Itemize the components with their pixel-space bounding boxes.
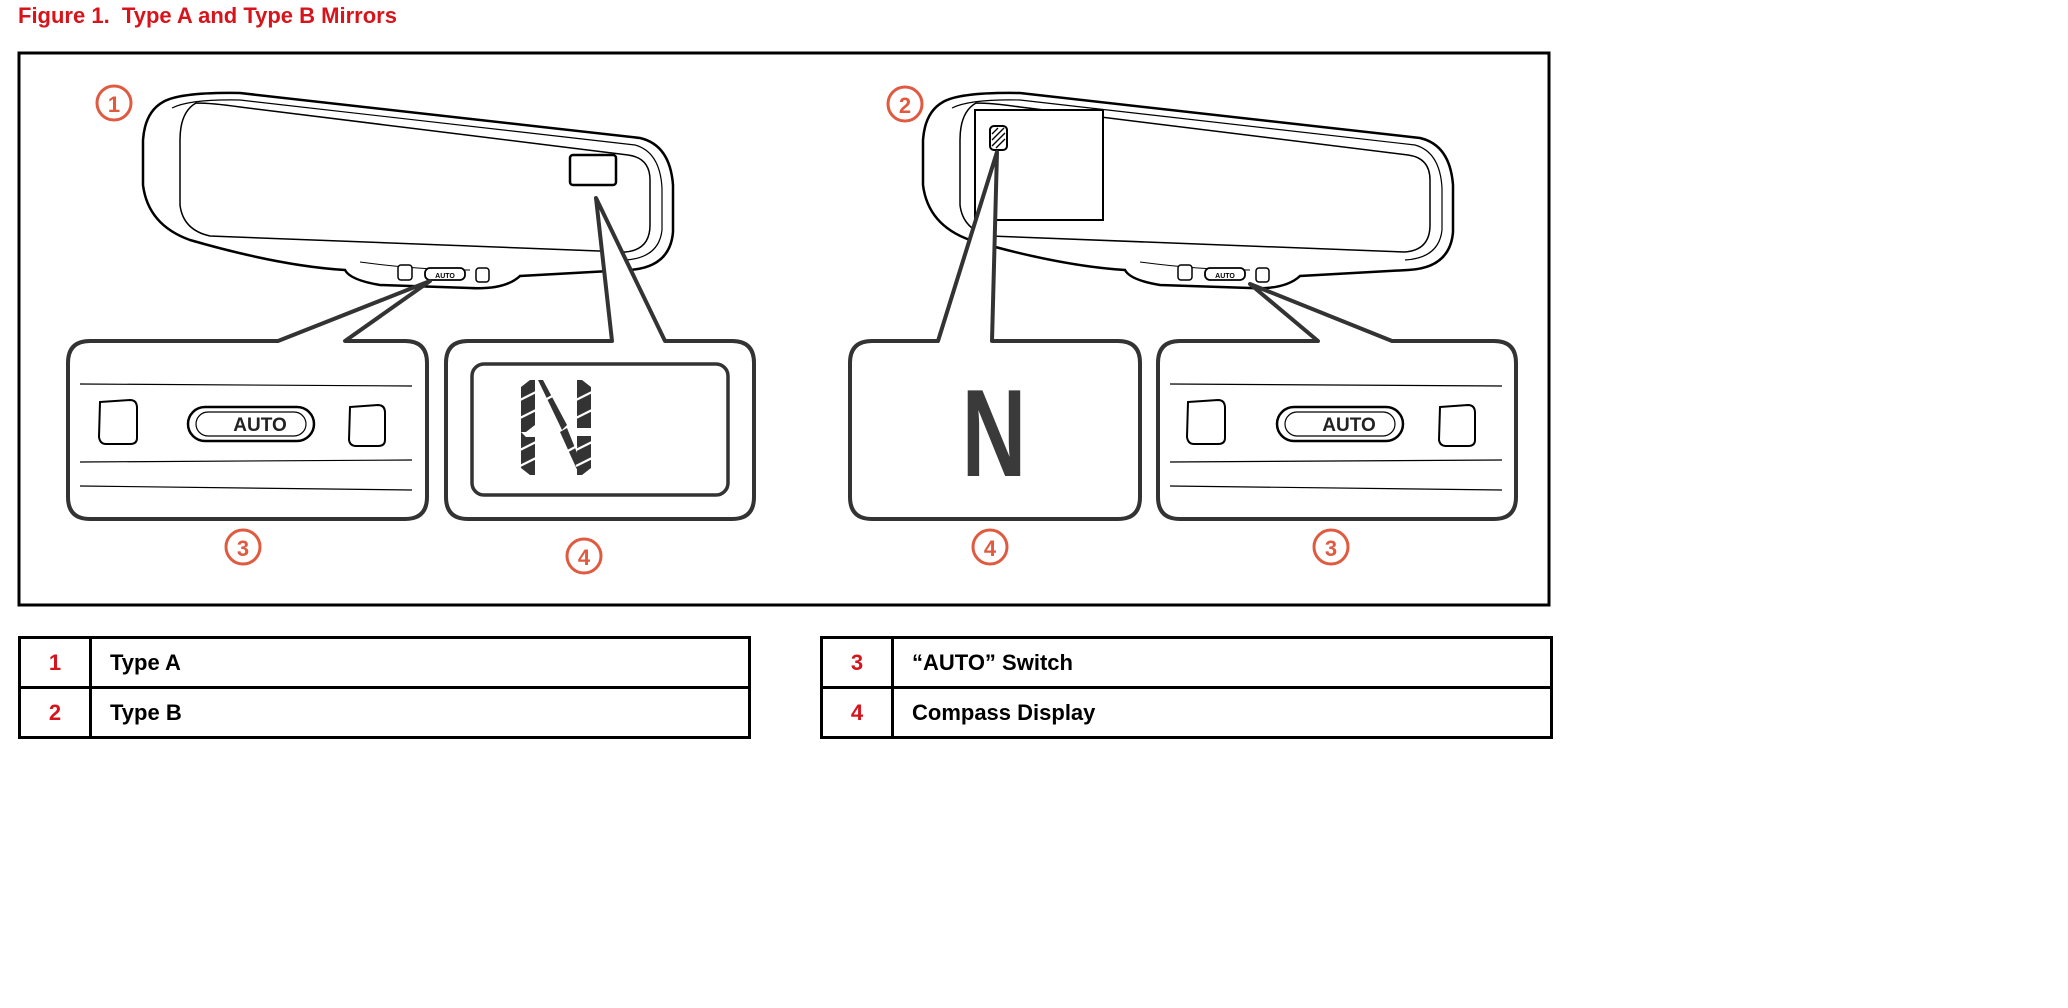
diagram-frame [17, 51, 1551, 607]
inset-b-auto-switch-button [1275, 405, 1405, 443]
mirror-a-housing-line [171, 99, 663, 261]
mirror-b-auto-label: AUTO [1215, 273, 1235, 280]
inset-a-auto-label: AUTO [233, 415, 286, 436]
mirror-diagram: AUTO 1 AUTO 3 [17, 51, 1551, 607]
inset-b-auto-label: AUTO [1322, 415, 1375, 436]
inset-b-compass-frame [848, 150, 1142, 521]
legend-label: Type A [89, 636, 751, 689]
inset-a-switch-frame [66, 279, 432, 521]
mirror-b-housing-line [951, 99, 1443, 261]
inset-a-auto-switch: AUTO 3 [66, 279, 432, 566]
callout-3b-number: 3 [1325, 536, 1337, 561]
callout-4b-circle [971, 528, 1009, 566]
legend-row: 4 Compass Display [820, 686, 1553, 739]
inset-b-compass-display: N 4 [848, 150, 1142, 566]
mirror-type-a: AUTO 1 [95, 84, 675, 290]
inset-a-compass-display: 4 [444, 196, 756, 575]
legend-number: 1 [18, 636, 92, 689]
legend-number: 4 [820, 686, 894, 739]
callout-4a-number: 4 [578, 545, 591, 570]
legend-row: 1 Type A [18, 636, 751, 689]
inset-b-right-button [1437, 403, 1476, 447]
inset-b-left-button [1185, 398, 1226, 445]
callout-2-number: 2 [899, 93, 911, 118]
mirror-a-right-button [475, 267, 490, 283]
legend-table-right: 3 “AUTO” Switch 4 Compass Display [820, 636, 1553, 739]
callout-2-circle [886, 85, 924, 123]
legend-number: 3 [820, 636, 894, 689]
callout-4b-number: 4 [984, 536, 997, 561]
callout-1-number: 1 [108, 92, 120, 117]
inset-a-left-button [97, 398, 138, 445]
legend-table-left: 1 Type A 2 Type B [18, 636, 751, 739]
callout-1-circle [95, 84, 133, 122]
legend-number: 2 [18, 686, 92, 739]
legend-label: Type B [89, 686, 751, 739]
callout-3a-number: 3 [237, 536, 249, 561]
mirror-a-outer-edge [141, 91, 675, 290]
mirror-a-auto-label: AUTO [435, 273, 455, 280]
inset-a-right-button [347, 403, 386, 447]
mirror-b-left-button [1177, 264, 1193, 281]
mirror-a-compass-window [568, 153, 618, 187]
inset-b-auto-switch: AUTO 3 [1156, 282, 1518, 566]
mirror-b-outer-edge [921, 91, 1455, 290]
inset-a-compass-screen [470, 362, 730, 497]
mirror-a-left-button [397, 264, 413, 281]
legend-label: Compass Display [891, 686, 1553, 739]
legend-label: “AUTO” Switch [891, 636, 1553, 689]
inset-b-compass-letter: N [962, 364, 1026, 503]
callout-3a-circle [224, 528, 262, 566]
inset-a-auto-switch-button [186, 405, 316, 443]
figure-title: Figure 1. Type A and Type B Mirrors [18, 3, 397, 28]
legend-row: 2 Type B [18, 686, 751, 739]
callout-4a-circle [565, 537, 603, 575]
mirror-b-auto-switch [1204, 267, 1246, 281]
mirror-b-glass [959, 102, 1431, 253]
callout-3b-circle [1312, 528, 1350, 566]
mirror-a-auto-switch [424, 267, 466, 281]
mirror-a-glass [179, 102, 651, 253]
mirror-b-right-button [1255, 267, 1270, 283]
legend-row: 3 “AUTO” Switch [820, 636, 1553, 689]
